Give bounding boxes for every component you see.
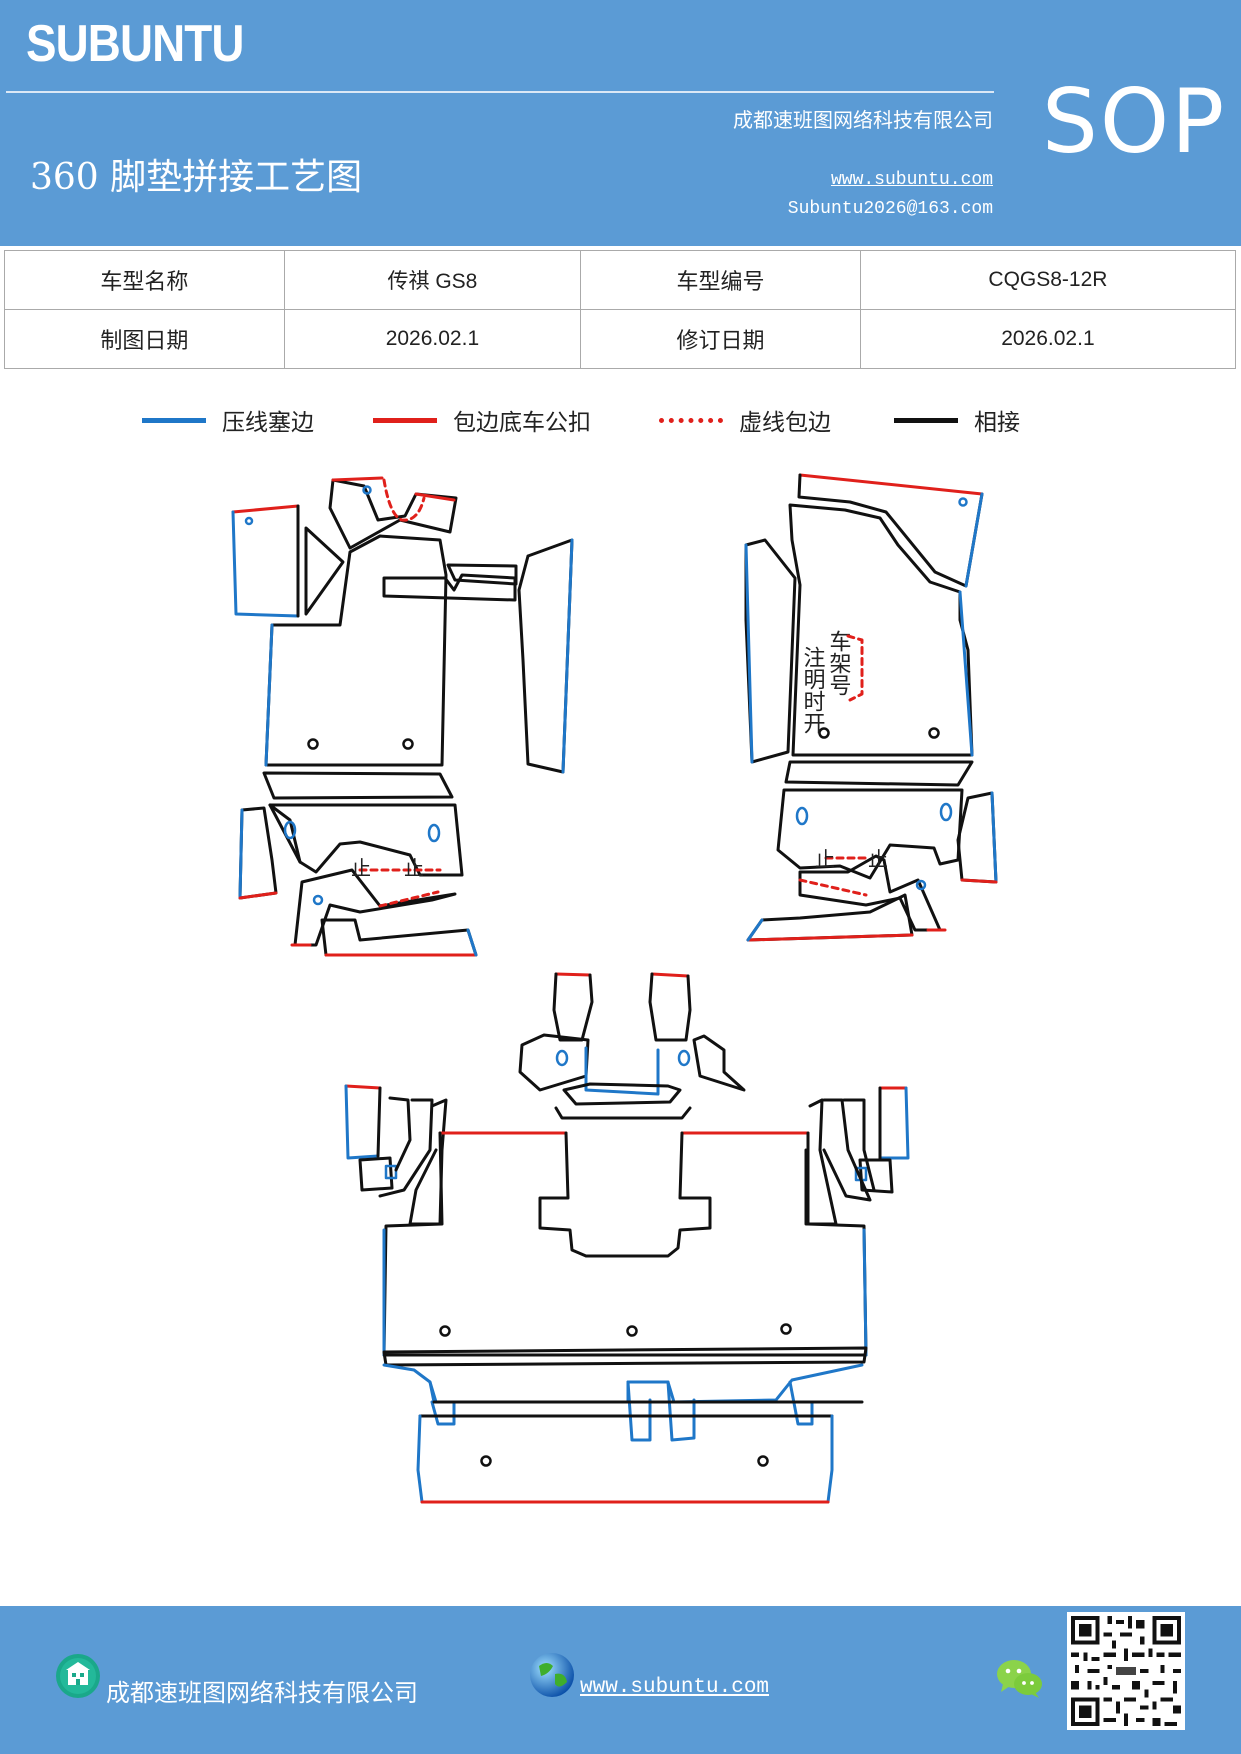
revise-date-label: 修订日期 bbox=[580, 309, 861, 369]
legend-label: 相接 bbox=[974, 410, 1020, 436]
rear-mat-group bbox=[344, 972, 910, 1504]
stop-mark: 止 bbox=[868, 847, 888, 871]
model-name-label: 车型名称 bbox=[4, 250, 285, 310]
header-banner: SUBUNTU 成都速班图网络科技有限公司 360 脚垫拼接工艺图 www.su… bbox=[0, 0, 1241, 246]
vehicle-info-table: 车型名称 传祺 GS8 车型编号 CQGS8-12R 制图日期 2026.02.… bbox=[4, 250, 1237, 369]
header-divider bbox=[6, 91, 994, 93]
legend-item: 包边底车公扣 bbox=[373, 400, 591, 440]
wechat-icon bbox=[997, 1660, 1042, 1698]
legend-line-black bbox=[894, 417, 958, 423]
company-name: 成都速班图网络科技有限公司 bbox=[733, 108, 993, 132]
qr-code bbox=[1067, 1612, 1185, 1730]
legend-label: 包边底车公扣 bbox=[453, 410, 591, 436]
floor-mat-diagram: 止 止 注明时开 车架号 bbox=[231, 473, 998, 1504]
note-text: 注明时开 bbox=[800, 646, 826, 734]
sop-badge: SOP bbox=[1042, 70, 1227, 173]
legend-label: 压线塞边 bbox=[222, 410, 314, 436]
table-row: 车型名称 传祺 GS8 车型编号 CQGS8-12R bbox=[4, 250, 1237, 310]
footer-website-link[interactable]: www.subuntu.com bbox=[580, 1676, 770, 1699]
email-address: Subuntu2026@163.com bbox=[787, 199, 993, 219]
globe-icon bbox=[530, 1653, 574, 1697]
front-left-mat-group: 止 止 bbox=[231, 476, 574, 957]
model-name-value: 传祺 GS8 bbox=[283, 250, 582, 310]
legend-label: 虚线包边 bbox=[739, 410, 831, 436]
document-title: 360 脚垫拼接工艺图 bbox=[30, 157, 363, 198]
legend-line-red bbox=[373, 417, 437, 423]
vin-note: 车架号 bbox=[826, 630, 852, 696]
legend-line-blue bbox=[142, 417, 206, 423]
legend-line-red-dotted bbox=[659, 417, 723, 423]
footer-company: 成都速班图网络科技有限公司 bbox=[106, 1679, 418, 1707]
revise-date-value: 2026.02.1 bbox=[859, 309, 1237, 369]
draw-date-value: 2026.02.1 bbox=[283, 309, 582, 369]
legend-item: 相接 bbox=[894, 400, 1020, 440]
table-row: 制图日期 2026.02.1 修订日期 2026.02.1 bbox=[4, 309, 1237, 369]
legend: 压线塞边 包边底车公扣 虚线包边 相接 bbox=[0, 400, 1241, 440]
stop-mark: 止 bbox=[351, 856, 371, 880]
front-right-mat-group: 注明时开 车架号 止 止 bbox=[744, 473, 998, 942]
footer-banner: 成都速班图网络科技有限公司 www.subuntu.com bbox=[0, 1606, 1241, 1754]
stop-mark: 止 bbox=[815, 847, 835, 871]
model-code-label: 车型编号 bbox=[580, 250, 861, 310]
website-link[interactable]: www.subuntu.com bbox=[830, 170, 993, 190]
legend-item: 压线塞边 bbox=[142, 400, 314, 440]
draw-date-label: 制图日期 bbox=[4, 309, 285, 369]
building-icon bbox=[56, 1654, 100, 1698]
qr-code-image bbox=[1067, 1612, 1185, 1730]
stop-mark: 止 bbox=[404, 856, 424, 880]
legend-item: 虚线包边 bbox=[659, 400, 831, 440]
model-code-value: CQGS8-12R bbox=[859, 250, 1237, 310]
brand-logo: SUBUNTU bbox=[26, 15, 244, 73]
